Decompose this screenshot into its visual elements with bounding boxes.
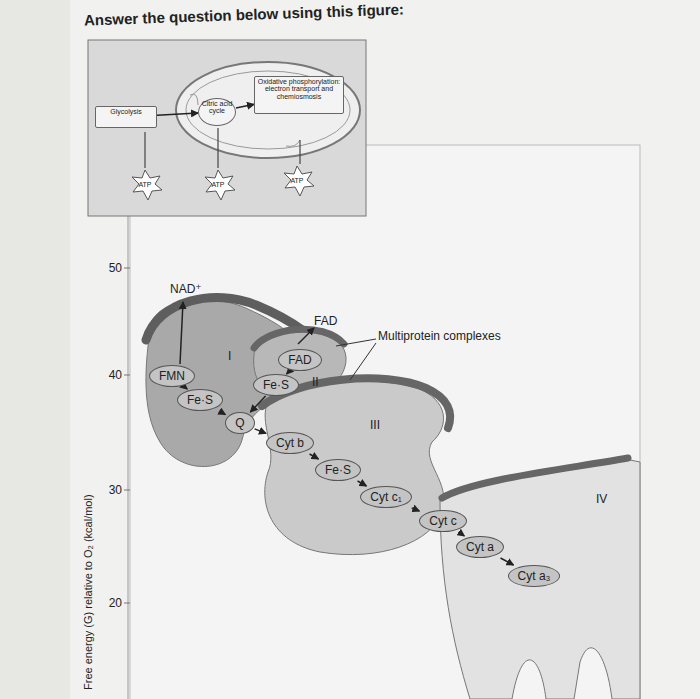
complex-number: II <box>312 375 319 389</box>
leader-line <box>350 343 376 380</box>
complex-number: IV <box>596 492 607 506</box>
electron-carrier: Cyt b <box>266 432 314 454</box>
electron-flow-arrow <box>459 532 465 536</box>
multiprotein-complex: III Cyt b Fe·S Cyt c₁ <box>258 374 453 559</box>
node-label: Fe·S <box>325 463 351 477</box>
electron-carrier: Cyt a₃ <box>508 565 561 587</box>
electron-flow-arrow <box>310 454 319 459</box>
node-label: Cyt a₃ <box>518 569 551 583</box>
electron-flow-arrow <box>236 104 254 108</box>
node-label: Cyt a <box>466 540 494 554</box>
annotation: FAD <box>314 314 337 328</box>
electron-carrier: Fe·S <box>253 374 299 396</box>
mitochondrion <box>176 62 360 158</box>
node-label: Cyt c <box>429 514 456 528</box>
node-label: Oxidative phosphorylation: electron tran… <box>257 78 341 100</box>
electron-flow-arrow <box>255 429 266 434</box>
node-label: Cyt c₁ <box>370 490 401 504</box>
electron-flow-arrow <box>250 396 265 412</box>
tick-label: 20 <box>109 596 122 610</box>
node-label: FMN <box>159 369 185 383</box>
atp-label: ATP <box>138 181 151 188</box>
multiprotein-complex: IV Cyt a Cyt a₃ <box>440 458 640 699</box>
node-label: Glycolysis <box>98 108 154 115</box>
leader-line <box>336 339 376 346</box>
atp-burst <box>132 166 314 200</box>
electron-flow-arrow <box>500 558 513 565</box>
electron-carrier: Q <box>225 412 254 434</box>
complex-IV-shape <box>440 460 640 699</box>
process-box: Glycolysis <box>95 106 157 128</box>
fad-arrow <box>298 328 314 344</box>
complex-number: III <box>370 418 380 432</box>
electron-carrier: Cyt c₁ <box>360 486 411 508</box>
electron-flow-arrow <box>287 371 290 374</box>
atp-label: ATP <box>211 181 224 188</box>
figure-panel <box>130 145 640 699</box>
nad-arrow <box>180 302 183 364</box>
node-label: Fe·S <box>187 393 213 407</box>
y-axis <box>128 145 129 699</box>
electron-flow-arrow <box>157 113 198 115</box>
tick-label: 30 <box>109 483 122 497</box>
process-box: Citric acid cycle <box>198 98 236 126</box>
node-label: Fe·S <box>263 378 289 392</box>
annotation: NAD⁺ <box>170 282 202 296</box>
process-box: Oxidative phosphorylation: electron tran… <box>254 76 344 114</box>
node-label: Q <box>235 416 244 430</box>
inset-frame <box>88 40 366 216</box>
electron-flow-arrow <box>412 508 420 511</box>
electron-carrier: Cyt c <box>419 510 466 532</box>
multiprotein-complex: IIFAD Fe·S <box>250 325 350 403</box>
node-label: FAD <box>288 353 311 367</box>
electron-carrier: Cyt a <box>456 536 504 558</box>
complex-III-shape <box>265 381 444 555</box>
tick-label: 40 <box>109 368 122 382</box>
electron-flow-arrow <box>185 387 187 389</box>
electron-carrier: FMN <box>149 365 195 387</box>
axis-title: Free energy (G) relative to O₂ (kcal/mol… <box>82 494 94 690</box>
inner-membrane <box>186 71 350 149</box>
electron-carrier: FAD <box>278 349 321 371</box>
title: Answer the question below using this fig… <box>84 0 404 28</box>
electron-flow-arrow <box>219 411 225 415</box>
atp-label: ATP <box>290 177 303 184</box>
electron-carrier: Fe·S <box>315 459 361 481</box>
complex-I-shape <box>146 300 308 467</box>
complex-number: I <box>228 349 231 363</box>
node-label: Cyt b <box>276 436 304 450</box>
annotation: Multiprotein complexes <box>378 329 501 343</box>
electron-carrier: Fe·S <box>177 389 223 411</box>
electron-flow-arrow <box>358 481 367 486</box>
node-label: Citric acid cycle <box>201 100 233 115</box>
tick-label: 50 <box>109 261 122 275</box>
